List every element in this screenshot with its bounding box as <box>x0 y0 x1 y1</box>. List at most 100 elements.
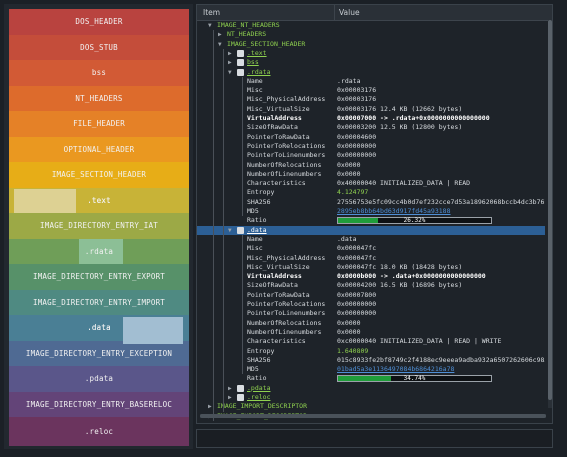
tree-item-value: 0x40000040 INITIALIZED_DATA | READ <box>337 179 471 188</box>
tree-item-value: 0x00007000 -> .rdata+0x0000000000000000 <box>337 114 490 122</box>
tree-item-label: Misc_PhysicalAddress <box>247 253 326 262</box>
ratio-progress-fill <box>338 376 392 382</box>
expand-arrow-right-icon[interactable]: ▶ <box>228 59 232 67</box>
tree-item-value: 27556753e5fc09cc4b0d7ef232cce7d53a189620… <box>337 197 545 206</box>
horizontal-scrollbar-thumb[interactable] <box>200 414 546 418</box>
column-header-item[interactable]: Item <box>203 8 221 17</box>
tree-item-value: 015c8933fe2bf8749c2f4188ec9eeea9adba932a… <box>337 355 545 364</box>
section-highlight <box>79 239 123 264</box>
expand-arrow-down-icon[interactable]: ▼ <box>218 40 222 48</box>
tree-item-label: Name <box>247 76 263 85</box>
section-block[interactable]: FILE_HEADER <box>9 111 189 137</box>
expand-arrow-right-icon[interactable]: ▶ <box>228 49 232 57</box>
expand-arrow-down-icon[interactable]: ▼ <box>208 22 212 29</box>
tree-view[interactable]: ▼IMAGE_NT_HEADERS▶NT_HEADERS▼IMAGE_SECTI… <box>197 21 545 421</box>
tree-field-row[interactable]: Name.data <box>197 235 545 244</box>
tree-node-row[interactable]: ▼ .rdata <box>197 68 545 77</box>
tree-item-label: NumberOfLinenumbers <box>247 169 322 178</box>
tree-node-row[interactable]: ▶.reloc <box>197 393 545 402</box>
tree-item-label: Misc_VirtualSize <box>247 262 310 271</box>
section-block[interactable]: .reloc <box>9 417 189 446</box>
vertical-scrollbar-thumb[interactable] <box>548 20 552 400</box>
tree-item-value: 0x00004200 16.5 KB (16896 bytes) <box>337 281 463 290</box>
section-file-icon <box>237 394 244 401</box>
tree-node-row[interactable]: ▼IMAGE_NT_HEADERS <box>197 21 545 30</box>
section-block[interactable]: NT_HEADERS <box>9 85 189 111</box>
expand-arrow-right-icon[interactable]: ▶ <box>228 394 232 401</box>
tree-guide-line <box>213 30 214 421</box>
section-file-icon <box>237 384 244 392</box>
tree-node-row[interactable]: ▶NT_HEADERS <box>197 30 545 39</box>
tree-item-value: 0x000047fc <box>337 253 377 262</box>
tree-node-row[interactable]: ▶ bss <box>197 58 545 67</box>
column-header-value[interactable]: Value <box>339 8 360 17</box>
horizontal-scrollbar[interactable] <box>200 414 546 418</box>
tree-node-row[interactable]: ▶IMAGE_IMPORT_DESCRIPTOR <box>197 402 545 411</box>
section-block[interactable]: bss <box>9 60 189 86</box>
expand-arrow-right-icon[interactable]: ▶ <box>228 384 232 392</box>
tree-item-value: 0x00004600 <box>337 132 377 141</box>
tree-node-row[interactable]: ▼ IMAGE_SECTION_HEADER <box>197 40 545 49</box>
tree-item-label: PointerToRawData <box>247 290 310 299</box>
tree-item-label: bss <box>247 58 259 67</box>
tree-node-row[interactable]: ▼.data <box>197 225 545 235</box>
tree-item-label: .rdata <box>247 67 271 76</box>
tree-item-value: 0x00003176 <box>337 86 377 95</box>
section-block[interactable]: IMAGE_DIRECTORY_ENTRY_EXCEPTION <box>9 340 189 366</box>
tree-field-row[interactable]: Name.rdata <box>197 77 545 86</box>
expand-arrow-down-icon[interactable]: ▼ <box>228 226 232 234</box>
tree-node-row[interactable]: ▶.text <box>197 49 545 58</box>
section-block[interactable]: DOS_HEADER <box>9 9 189 35</box>
tree-item-value: 0x00000000 <box>337 300 377 308</box>
vertical-scrollbar[interactable] <box>548 20 552 408</box>
section-block[interactable]: IMAGE_SECTION_HEADER <box>9 162 189 188</box>
tree-node-row[interactable]: ▶.pdata <box>197 384 545 393</box>
section-block[interactable]: IMAGE_DIRECTORY_ENTRY_IMPORT <box>9 289 189 315</box>
tree-item-label: VirtualAddress <box>247 272 302 281</box>
section-block[interactable]: IMAGE_DIRECTORY_ENTRY_BASERELOC <box>9 391 189 417</box>
section-block[interactable]: .pdata <box>9 366 189 392</box>
section-file-icon <box>237 226 244 234</box>
section-block[interactable]: DOS_STUB <box>9 34 189 60</box>
tree-item-value: 0x00003176 <box>337 95 377 104</box>
tree-item-label: IMAGE_SECTION_HEADER <box>227 39 306 48</box>
expand-arrow-down-icon[interactable]: ▼ <box>228 68 232 76</box>
section-file-icon <box>237 59 244 67</box>
expand-arrow-right-icon[interactable]: ▶ <box>218 31 222 39</box>
section-block[interactable]: OPTIONAL_HEADER <box>9 136 189 162</box>
section-block[interactable]: IMAGE_DIRECTORY_ENTRY_IAT <box>9 213 189 239</box>
expand-arrow-right-icon[interactable]: ▶ <box>208 403 212 411</box>
tree-field-row[interactable]: Misc_PhysicalAddress 0x000047fc <box>197 254 545 263</box>
section-block[interactable]: IMAGE_DIRECTORY_ENTRY_EXPORT <box>9 264 189 290</box>
ratio-progress-bar: 34.74% <box>337 375 492 383</box>
